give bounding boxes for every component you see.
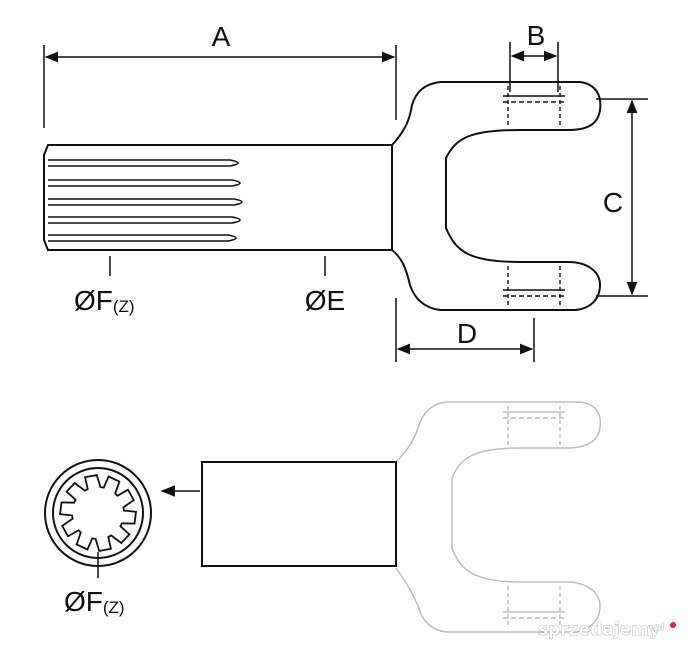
label-c: C — [603, 187, 623, 218]
yoke-fork — [391, 81, 602, 311]
internal-spline-profile — [58, 473, 138, 553]
label-f-bottom-sub: (Z) — [103, 598, 125, 617]
label-a: A — [212, 21, 231, 52]
watermark-suffix: .pl — [651, 623, 664, 633]
label-f-top: ØF(Z) — [74, 285, 135, 316]
top-yoke-view — [43, 81, 602, 311]
ghost-yoke-outline — [395, 401, 602, 633]
label-f-bottom-main: ØF — [64, 586, 103, 617]
watermark-text: sprzedajemy — [538, 620, 660, 640]
watermark: sprzedajemy .pl — [538, 620, 676, 640]
label-b: B — [527, 20, 546, 51]
splined-bore-end-view — [44, 459, 152, 567]
label-f-top-main: ØF — [74, 285, 113, 316]
label-d: D — [457, 318, 477, 349]
label-e: ØE — [305, 285, 345, 316]
top-pin-hole — [503, 86, 565, 128]
dimension-lines-top — [43, 42, 648, 362]
label-f-bottom: ØF(Z) — [64, 586, 125, 617]
watermark-dot — [670, 622, 676, 628]
spline-grooves — [48, 159, 243, 242]
bottom-pin-hole — [503, 266, 565, 306]
label-f-top-sub: (Z) — [113, 297, 135, 316]
hub-sleeve — [201, 461, 397, 567]
